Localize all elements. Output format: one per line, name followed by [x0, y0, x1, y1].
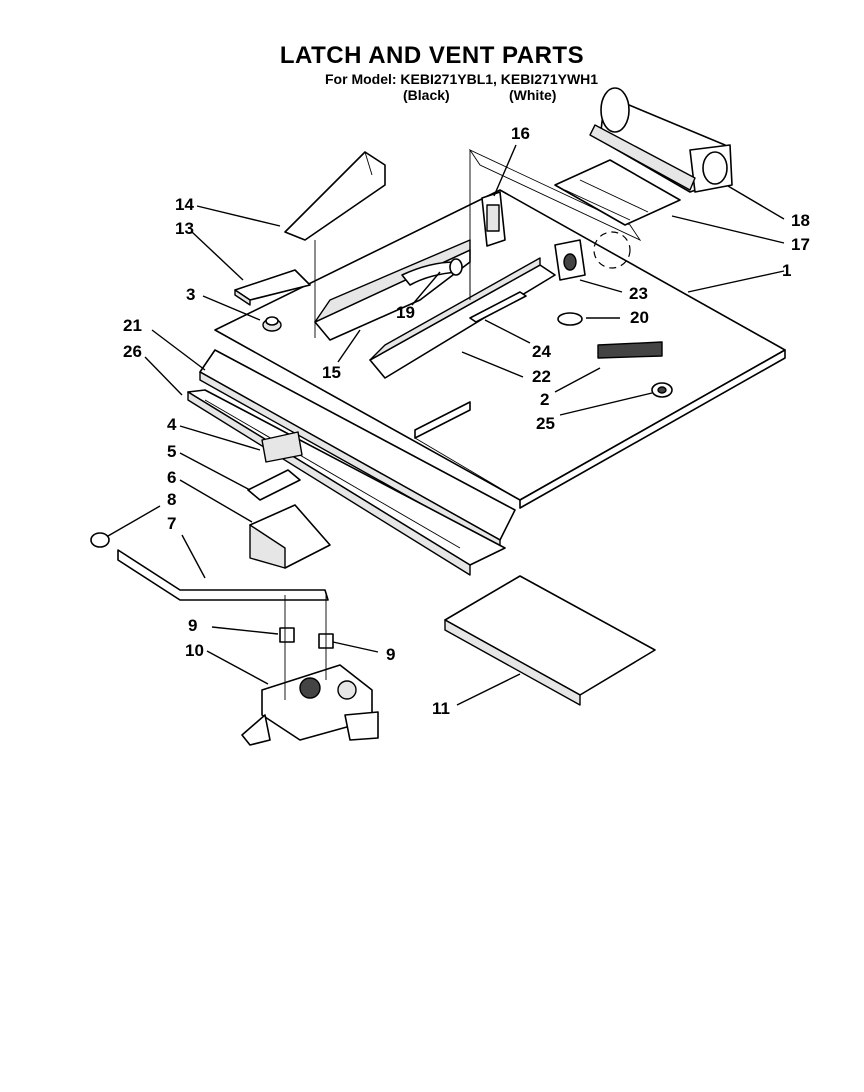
fan-mount-part [554, 159, 681, 226]
callout-5: 5 [167, 442, 176, 461]
callout-9-left: 9 [188, 616, 197, 635]
callout-10: 10 [185, 641, 204, 660]
model-numbers: For Model: KEBI271YBL1, KEBI271YWH1 [325, 71, 599, 87]
deflector-14-part [284, 151, 386, 241]
callout-2: 2 [540, 390, 549, 409]
variant-black-label: (Black) [403, 87, 450, 103]
latch-arm-7-part [117, 549, 329, 601]
callout-23: 23 [629, 284, 648, 303]
clamp-25-part [651, 382, 673, 398]
leader-lines [107, 144, 785, 706]
callout-19: 19 [396, 303, 415, 322]
callout-9-right: 9 [386, 645, 395, 664]
latch-handle-8-part [90, 532, 110, 548]
latch-bracket-6-part [249, 504, 331, 569]
bracket-24-part [469, 291, 527, 323]
callout-11: 11 [432, 699, 450, 718]
callout-1: 1 [782, 261, 791, 280]
front-rail-parts [187, 349, 516, 576]
callout-4: 4 [167, 415, 177, 434]
access-cover-11-part [444, 575, 656, 706]
deflector-13-part [234, 269, 311, 306]
callout-3: 3 [186, 285, 195, 304]
callout-26: 26 [123, 342, 142, 361]
grommet-3-part [262, 316, 282, 332]
callout-24: 24 [532, 342, 551, 361]
callout-6: 6 [167, 468, 176, 487]
callout-16: 16 [511, 124, 530, 143]
callout-21: 21 [123, 316, 142, 335]
callout-13: 13 [175, 219, 194, 238]
clip-20-part [557, 312, 583, 326]
callout-17: 17 [791, 235, 810, 254]
callout-14: 14 [175, 195, 194, 214]
variant-white-label: (White) [509, 87, 557, 103]
callout-25: 25 [536, 414, 555, 433]
spacer-9-left-part [279, 627, 295, 643]
callout-15: 15 [322, 363, 341, 382]
bracket-16-part [481, 191, 506, 247]
terminal-block-2-part [597, 341, 663, 359]
latch-assembly-10-part [241, 664, 379, 746]
bracket-23-part [554, 239, 586, 281]
callout-22: 22 [532, 367, 551, 386]
vent-tube-part [401, 258, 463, 286]
fan-motor-part [589, 87, 733, 193]
insulator-5-part [247, 469, 301, 501]
diagram-title: LATCH AND VENT PARTS [279, 42, 585, 69]
callout-20: 20 [630, 308, 649, 327]
callout-7: 7 [167, 514, 176, 533]
callout-18: 18 [791, 211, 810, 230]
latch-switch-4-part [261, 431, 303, 463]
callout-8: 8 [167, 490, 176, 509]
